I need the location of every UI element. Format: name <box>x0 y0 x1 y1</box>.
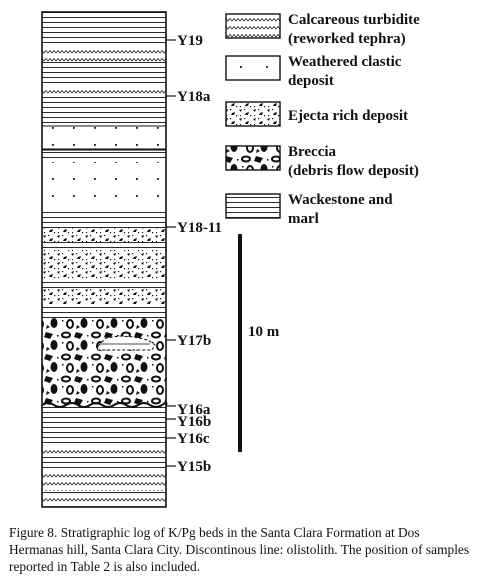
layer-wackestone <box>42 62 166 86</box>
legend-swatch-ejecta-rich <box>225 101 281 127</box>
layer-ejecta-rich <box>42 288 166 304</box>
layer-weathered-clastic <box>42 126 166 149</box>
legend-item-calcareous-turbidite: Calcareous turbidite (reworked tephra) <box>225 12 420 47</box>
sample-label-y17b: Y17b <box>177 333 211 349</box>
legend-item-weathered-clastic: Weathered clastic deposit <box>225 54 402 89</box>
legend-swatch-calcareous-turbidite <box>225 13 281 39</box>
legend-label: (debris flow deposit) <box>288 163 419 179</box>
legend-label: Calcareous turbidite <box>288 12 420 28</box>
legend-label: deposit <box>288 73 334 89</box>
sample-label-y19: Y19 <box>177 33 203 49</box>
legend-label: (reworked tephra) <box>288 31 406 47</box>
legend: Calcareous turbidite (reworked tephra) W… <box>225 12 420 227</box>
legend-swatch-dot <box>240 66 242 68</box>
layer-wackestone <box>42 12 166 46</box>
legend-label: Breccia <box>288 144 337 160</box>
legend-swatch-breccia <box>225 145 281 171</box>
sample-label-y15b: Y15b <box>177 459 211 475</box>
layer-weathered-clastic <box>42 149 166 151</box>
layer-wackestone <box>42 208 166 228</box>
stratigraphic-column <box>41 11 168 508</box>
layer-wackestone <box>42 455 166 471</box>
legend-swatch-wackestone-marl <box>225 193 281 219</box>
olistolith-outline <box>97 335 156 351</box>
legend-swatch-dot <box>266 66 268 68</box>
legend-item-wackestone-marl: Wackestone and marl <box>225 192 393 227</box>
layer-wackestone <box>42 304 166 318</box>
column-outline <box>41 11 167 508</box>
layer-wackestone <box>42 96 166 126</box>
layer-calcareous-turbidite <box>42 496 166 507</box>
layer-wackestone <box>42 150 166 162</box>
sample-label-y16b: Y16b <box>177 414 211 430</box>
legend-label: Weathered clastic <box>288 54 402 70</box>
layer-breccia <box>42 318 166 405</box>
legend-item-ejecta-rich: Ejecta rich deposit <box>225 101 408 127</box>
legend-label: Ejecta rich deposit <box>288 108 408 124</box>
layer-wackestone <box>42 242 166 250</box>
layer-ejecta-rich <box>42 250 166 280</box>
layer-calcareous-turbidite <box>42 471 166 491</box>
sample-label-y16c: Y16c <box>177 431 210 447</box>
layer-wackestone <box>42 407 166 445</box>
sample-label-y18-11: Y18-11 <box>177 220 222 236</box>
scale-bar: 10 m <box>238 234 280 452</box>
layer-calcareous-turbidite <box>42 86 166 96</box>
sample-label-y18a: Y18a <box>177 89 211 105</box>
sample-label-y16a: Y16a <box>177 402 211 418</box>
scale-bar-label: 10 m <box>248 324 280 340</box>
legend-label: marl <box>288 211 319 227</box>
layer-weathered-clastic <box>42 162 166 208</box>
legend-item-breccia: Breccia (debris flow deposit) <box>225 144 419 179</box>
legend-label: Wackestone and <box>288 192 393 208</box>
layer-calcareous-turbidite <box>42 445 166 455</box>
layer-calcareous-turbidite <box>42 46 166 62</box>
figure-caption: Figure 8. Stratigraphic log of K/Pg beds… <box>9 525 470 574</box>
sample-markers: Y19 Y18a Y18-11 Y17b Y16a Y16b Y16c Y15b <box>166 33 222 475</box>
stratigraphic-log-figure: Y19 Y18a Y18-11 Y17b Y16a Y16b Y16c Y15b… <box>41 11 420 508</box>
layer-wackestone <box>42 280 166 288</box>
legend-swatch-weathered-clastic <box>225 55 281 81</box>
layer-wackestone <box>42 491 166 496</box>
layer-ejecta-rich <box>42 228 166 242</box>
